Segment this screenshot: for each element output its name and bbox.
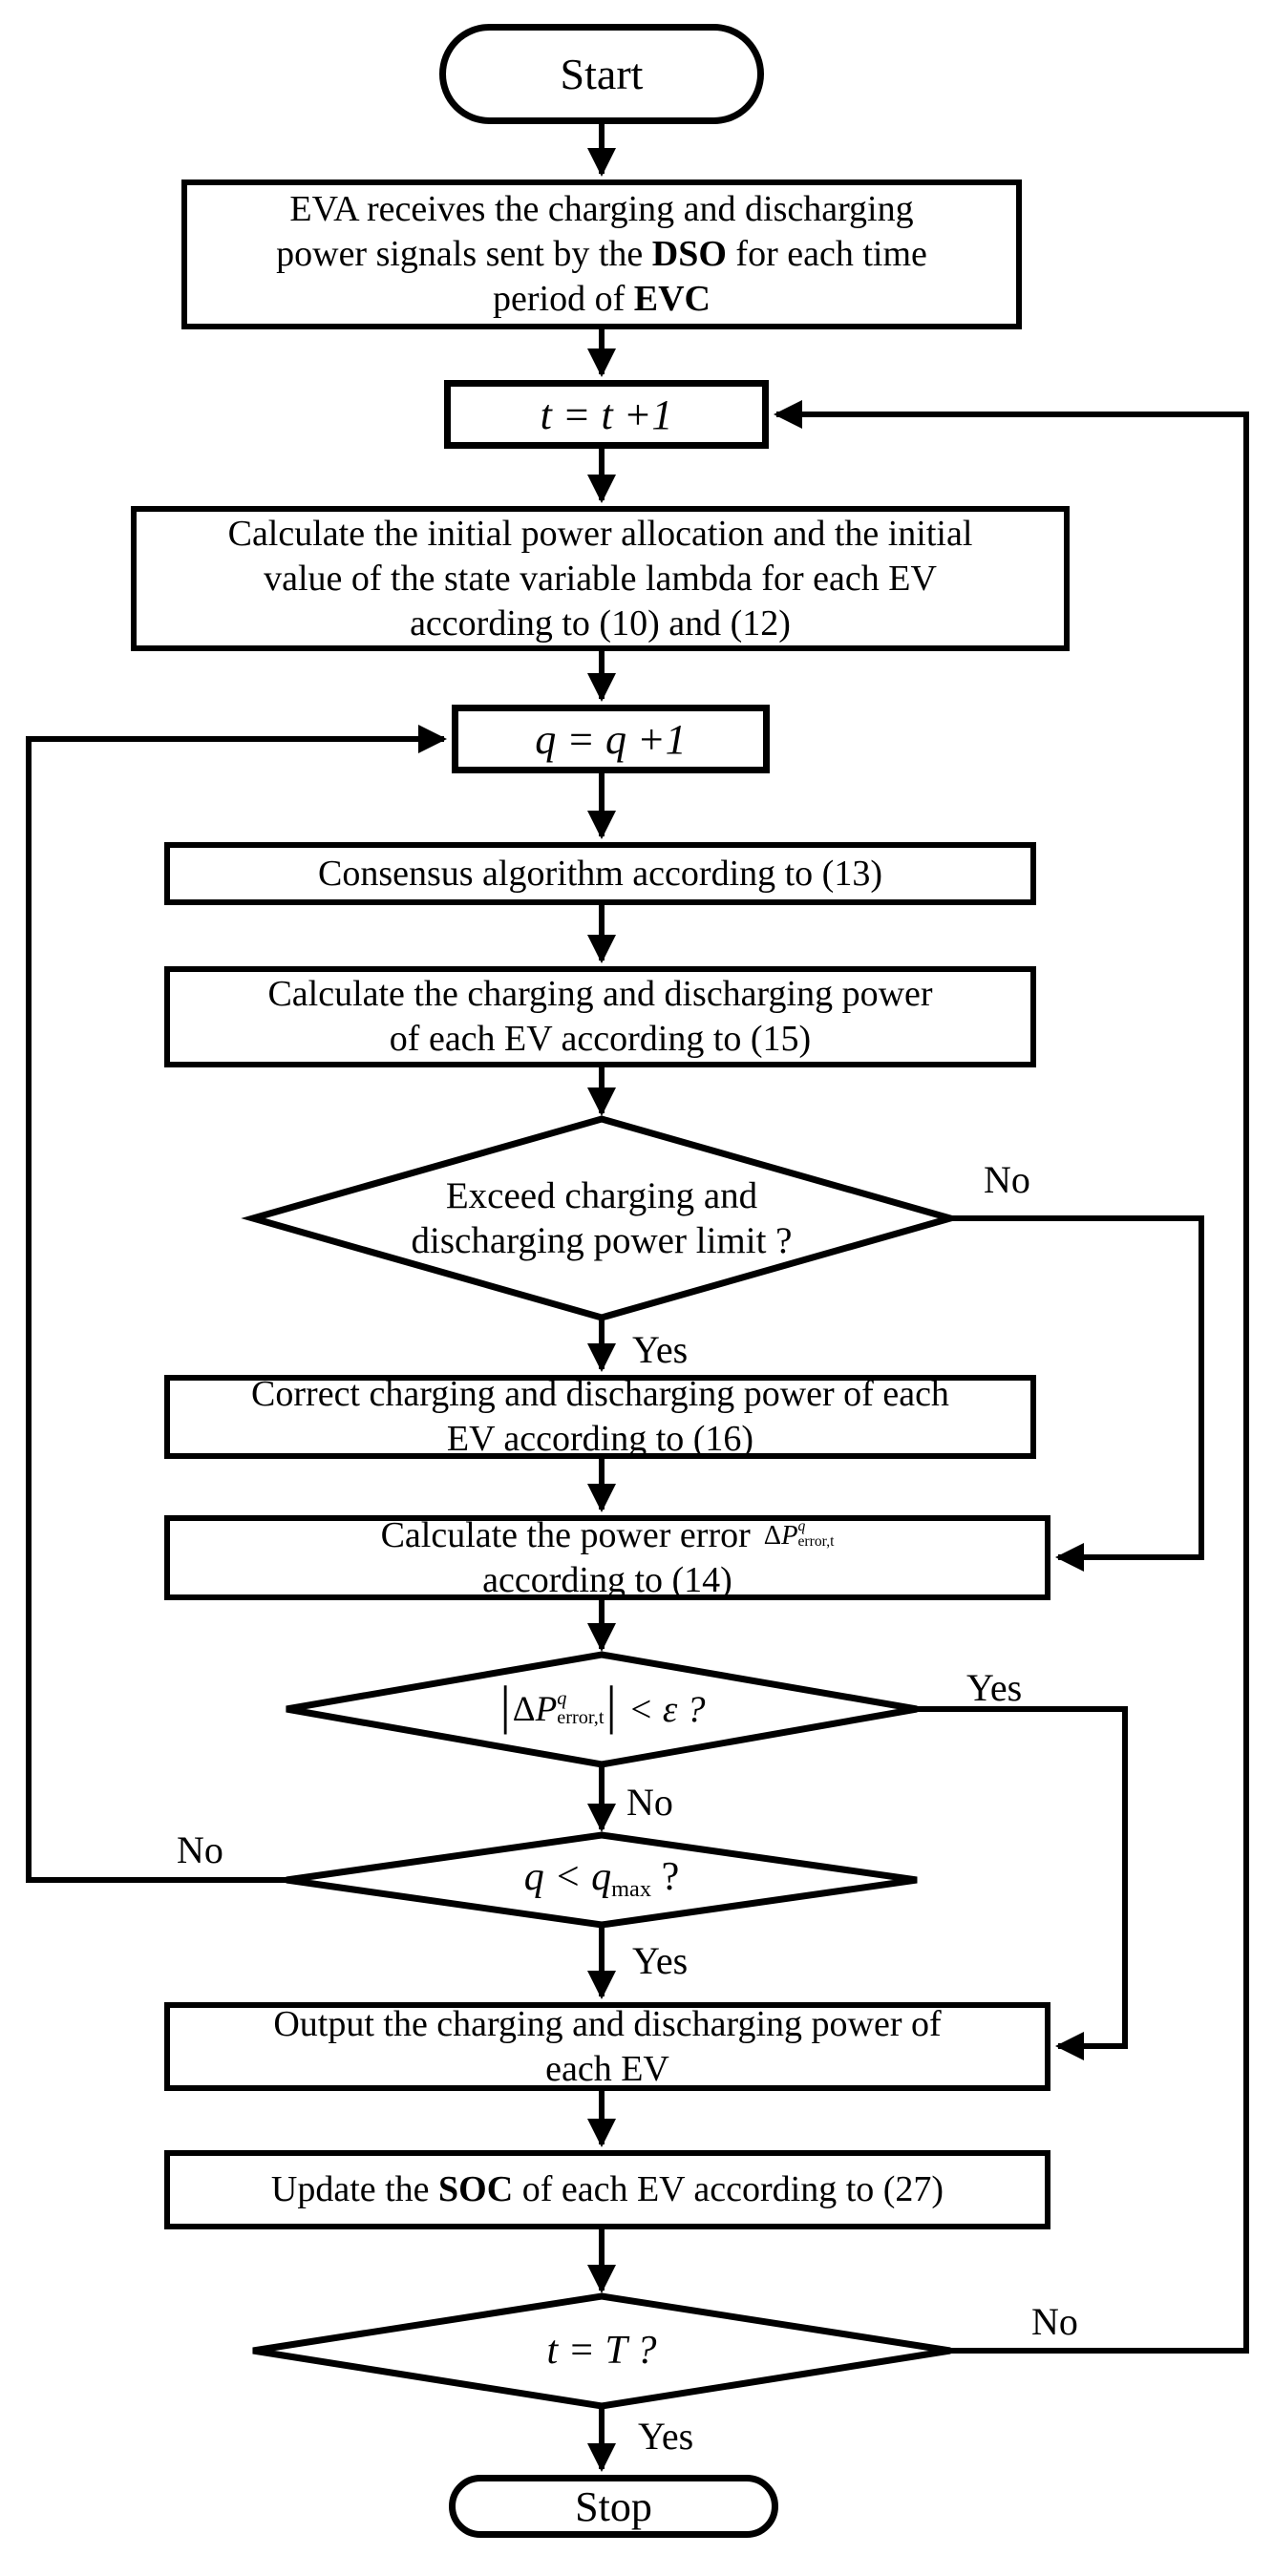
edge-limitcheck-powererror-no — [950, 1215, 1204, 1572]
edge-qmaxcheck-qinc-no — [26, 725, 447, 1883]
eps-no-label: No — [626, 1781, 673, 1824]
eva-line-1: EVA receives the charging and dischargin… — [289, 189, 914, 229]
t-increment-label: t = t +1 — [540, 391, 673, 438]
t-no-label: No — [1031, 2300, 1078, 2343]
stop-label: Stop — [575, 2482, 652, 2530]
consensus-label: Consensus algorithm according to (13) — [317, 853, 882, 894]
init-line-2: value of the state variable lambda for e… — [264, 558, 937, 599]
power-error-line-2: according to (14) — [482, 1559, 732, 1600]
update-soc-box: Update the SOC of each EV according to (… — [164, 2150, 1050, 2229]
eva-line-3: period of EVC — [493, 279, 711, 319]
eps-check-diamond — [286, 1651, 918, 1768]
calc-power-line-1: Calculate the charging and discharging p… — [267, 974, 933, 1014]
t-yes-label: Yes — [638, 2415, 694, 2458]
output-line-2: each EV — [545, 2048, 669, 2089]
t-increment-box: t = t +1 — [444, 380, 769, 449]
limit-yes-label: Yes — [632, 1328, 689, 1371]
limit-check-diamond — [241, 1115, 963, 1321]
update-soc-line: Update the SOC of each EV according to (… — [270, 2169, 944, 2209]
q-increment-label: q = q +1 — [535, 715, 687, 763]
eps-yes-label: Yes — [966, 1666, 1023, 1709]
qmax-check-text: q < qmax ? — [523, 1855, 680, 1902]
init-line-1: Calculate the initial power allocation a… — [227, 513, 973, 554]
output-line-1: Output the charging and discharging powe… — [273, 2003, 942, 2044]
start-terminal: Start — [439, 24, 764, 124]
limit-no-label: No — [984, 1158, 1030, 1201]
qmax-check-diamond — [286, 1831, 918, 1929]
correct-line-1: Correct charging and discharging power o… — [251, 1374, 949, 1414]
initial-allocation-box: Calculate the initial power allocation a… — [131, 506, 1070, 651]
eva-receives-box: EVA receives the charging and dischargin… — [181, 179, 1022, 329]
qmax-no-label: No — [177, 1828, 223, 1871]
start-label: Start — [560, 50, 644, 98]
t-check-text: t = T ? — [546, 2328, 657, 2373]
qmax-yes-label: Yes — [632, 1939, 689, 1982]
edge-epscheck-output-yes — [917, 1706, 1128, 2060]
q-increment-box: q = q +1 — [452, 705, 770, 773]
calc-power-line-2: of each EV according to (15) — [389, 1019, 812, 1059]
output-power-box: Output the charging and discharging powe… — [164, 2002, 1050, 2091]
t-check-diamond — [252, 2292, 951, 2410]
correct-line-2: EV according to (16) — [446, 1419, 754, 1459]
init-line-3: according to (10) and (12) — [410, 602, 791, 644]
stop-terminal: Stop — [449, 2475, 778, 2538]
limit-check-text: Exceed charging and discharging power li… — [411, 1175, 793, 1261]
calc-power-box: Calculate the charging and discharging p… — [164, 966, 1036, 1067]
eva-line-2: power signals sent by the DSO for each t… — [276, 234, 927, 274]
edge-tcheck-tinc-no — [774, 400, 1249, 2354]
consensus-box: Consensus algorithm according to (13) — [164, 842, 1036, 905]
correct-power-box: Correct charging and discharging power o… — [164, 1374, 1036, 1459]
